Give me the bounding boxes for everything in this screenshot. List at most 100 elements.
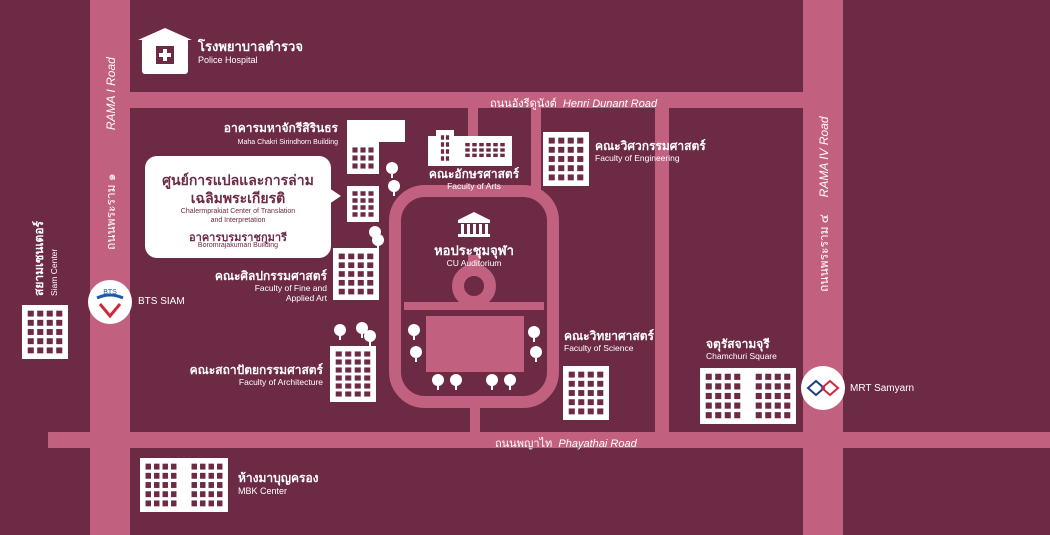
window bbox=[217, 491, 223, 498]
window bbox=[354, 367, 361, 373]
window bbox=[162, 500, 168, 507]
science-th: คณะวิทยาศาสตร์ bbox=[564, 329, 654, 343]
window bbox=[360, 191, 366, 196]
window bbox=[724, 412, 731, 419]
window bbox=[27, 347, 34, 354]
mrt-label: MRT Samyarn bbox=[850, 383, 915, 394]
window bbox=[217, 482, 223, 488]
tree bbox=[388, 180, 400, 192]
window bbox=[567, 146, 574, 153]
window bbox=[357, 279, 364, 286]
henri-dunant-en: Henri Dunant Road bbox=[562, 98, 658, 110]
mbk-en: MBK Center bbox=[238, 485, 288, 496]
window bbox=[360, 147, 366, 153]
window bbox=[558, 137, 565, 144]
auditorium-en: CU Auditorium bbox=[446, 257, 502, 268]
window bbox=[548, 137, 555, 144]
window bbox=[154, 500, 160, 507]
window bbox=[734, 392, 741, 400]
window bbox=[568, 371, 575, 378]
window bbox=[364, 375, 371, 381]
window bbox=[724, 373, 731, 380]
window bbox=[558, 165, 565, 172]
police-hospital-th: โรงพยาบาลตำรวจ bbox=[198, 39, 303, 54]
bts-label: BTS SIAM bbox=[138, 296, 185, 307]
window bbox=[587, 380, 594, 387]
window bbox=[500, 142, 505, 147]
window bbox=[145, 491, 151, 498]
maha-chakri-tower bbox=[347, 120, 405, 142]
window bbox=[171, 482, 177, 488]
window bbox=[154, 463, 160, 470]
bts-logo-text: BTS bbox=[103, 289, 117, 296]
window bbox=[597, 380, 604, 387]
window bbox=[348, 271, 355, 277]
chamchuri-label: จตุรัสจามจุรี Chamchuri Square bbox=[706, 337, 777, 362]
window bbox=[200, 500, 206, 507]
window bbox=[567, 137, 574, 144]
window bbox=[465, 142, 470, 147]
engineering-en: Faculty of Engineering bbox=[595, 152, 680, 163]
window bbox=[567, 165, 574, 172]
window bbox=[577, 165, 584, 172]
window bbox=[171, 463, 177, 470]
window bbox=[348, 279, 355, 286]
tree-trunk bbox=[415, 356, 417, 362]
police-hospital-en: Police Hospital bbox=[198, 54, 258, 65]
window bbox=[37, 319, 44, 326]
window bbox=[784, 402, 791, 409]
window bbox=[208, 472, 214, 479]
window bbox=[46, 329, 53, 335]
window bbox=[354, 383, 361, 389]
rama4-th: ถนนพระราม ๔ bbox=[817, 214, 831, 292]
window bbox=[724, 402, 731, 409]
henri-dunant-road bbox=[90, 92, 843, 108]
window bbox=[755, 383, 762, 390]
window bbox=[368, 198, 374, 203]
rama4-en: RAMA IV Road bbox=[817, 116, 831, 198]
chamchuri-en: Chamchuri Square bbox=[706, 350, 777, 361]
window bbox=[445, 149, 450, 154]
window bbox=[705, 412, 712, 419]
window bbox=[338, 288, 345, 295]
tree-trunk bbox=[533, 336, 535, 342]
window bbox=[724, 392, 731, 400]
tree bbox=[486, 374, 498, 386]
window bbox=[46, 310, 53, 317]
window bbox=[217, 500, 223, 507]
tree bbox=[356, 322, 368, 334]
architecture-th: คณะสถาปัตยกรรมศาสตร์ bbox=[189, 363, 323, 377]
window bbox=[191, 500, 197, 507]
window bbox=[755, 373, 762, 380]
window bbox=[597, 371, 604, 378]
window bbox=[578, 399, 585, 406]
window bbox=[734, 383, 741, 390]
window bbox=[368, 191, 374, 196]
window bbox=[715, 373, 722, 380]
window bbox=[145, 472, 151, 479]
window bbox=[755, 392, 762, 400]
window bbox=[154, 482, 160, 488]
window bbox=[465, 153, 470, 158]
tree bbox=[364, 330, 376, 342]
window bbox=[352, 155, 358, 161]
window bbox=[577, 137, 584, 144]
window bbox=[500, 153, 505, 158]
window bbox=[352, 212, 358, 217]
window bbox=[364, 351, 371, 357]
bts-logo-icon: BTS bbox=[88, 280, 132, 324]
rama1-th: ถนนพระราม ๑ bbox=[104, 173, 118, 250]
window bbox=[162, 472, 168, 479]
window bbox=[715, 383, 722, 390]
window bbox=[154, 472, 160, 479]
hospital-icon bbox=[138, 28, 192, 64]
window bbox=[479, 142, 484, 147]
window bbox=[191, 472, 197, 479]
window bbox=[578, 380, 585, 387]
tree bbox=[334, 324, 346, 336]
window bbox=[440, 135, 445, 140]
window bbox=[774, 402, 781, 409]
roads bbox=[48, 0, 1050, 535]
window bbox=[578, 408, 585, 415]
architecture-label: คณะสถาปัตยกรรมศาสตร์ Faculty of Architec… bbox=[180, 363, 323, 388]
